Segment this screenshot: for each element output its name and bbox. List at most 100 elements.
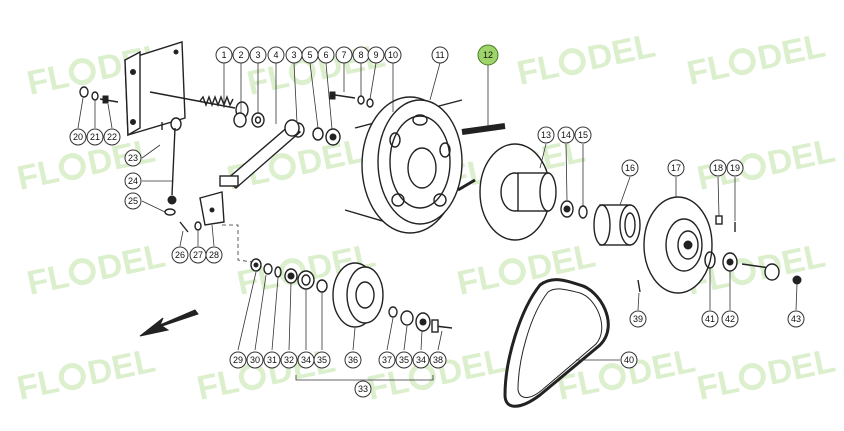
callout: 34 — [297, 351, 315, 369]
washers-20-22 — [79, 86, 119, 104]
svg-text:15: 15 — [578, 130, 588, 140]
watermark-text-right: DEL — [754, 237, 828, 288]
callout: 19 — [726, 159, 744, 177]
svg-text:29: 29 — [233, 355, 243, 365]
watermark-logo: FL DEL — [514, 27, 659, 93]
gear-icon — [68, 58, 96, 86]
watermark-text-left: FL — [194, 362, 243, 408]
watermark-text-left: FL — [24, 257, 73, 303]
callout: 2 — [232, 46, 250, 64]
svg-text:22: 22 — [107, 132, 117, 142]
callout: 37 — [378, 351, 396, 369]
svg-text:43: 43 — [791, 314, 801, 324]
callout: 26 — [171, 246, 189, 264]
callout: 4 — [267, 46, 285, 64]
callout: 20 — [69, 128, 87, 146]
svg-text:3: 3 — [291, 50, 296, 60]
bushing-16 — [593, 204, 641, 246]
watermark-text-right: DEL — [624, 342, 698, 393]
svg-text:20: 20 — [73, 132, 83, 142]
svg-text:26: 26 — [175, 250, 185, 260]
svg-text:30: 30 — [250, 355, 260, 365]
watermark-text-left: FL — [454, 257, 503, 303]
callout: 7 — [335, 46, 353, 64]
callout: 17 — [667, 159, 685, 177]
watermark-text-left: FL — [24, 57, 73, 103]
callout: 29 — [229, 351, 247, 369]
gear-icon — [58, 153, 86, 181]
watermark-text-left: FL — [554, 362, 603, 408]
svg-text:28: 28 — [209, 250, 219, 260]
svg-text:18: 18 — [713, 163, 723, 173]
watermark-text-right: DEL — [584, 27, 658, 78]
svg-text:36: 36 — [348, 355, 358, 365]
gear-icon — [68, 258, 96, 286]
svg-text:6: 6 — [323, 50, 328, 60]
watermark-logo: FL DEL — [554, 342, 699, 408]
svg-text:34: 34 — [301, 355, 311, 365]
callout: 42 — [721, 310, 739, 328]
callout: 9 — [367, 46, 385, 64]
callout: 11 — [431, 46, 449, 64]
svg-text:23: 23 — [128, 153, 138, 163]
callout: 5 — [301, 46, 319, 64]
callout: 36 — [344, 351, 362, 369]
svg-text:31: 31 — [267, 355, 277, 365]
svg-text:40: 40 — [624, 355, 634, 365]
callout: 40 — [620, 351, 638, 369]
svg-text:14: 14 — [561, 130, 571, 140]
callout: 22 — [103, 128, 121, 146]
gear-icon — [558, 48, 586, 76]
svg-text:7: 7 — [341, 50, 346, 60]
svg-text:24: 24 — [128, 176, 138, 186]
svg-text:35: 35 — [399, 355, 409, 365]
callout: 34 — [412, 351, 430, 369]
watermark-text-right: DEL — [84, 342, 158, 393]
callout: 38 — [429, 351, 447, 369]
callout: 27 — [189, 246, 207, 264]
watermark-text-left: FL — [364, 362, 413, 408]
svg-text:2: 2 — [238, 50, 243, 60]
callout: 1 — [215, 46, 233, 64]
watermark-text-left: FL — [14, 362, 63, 408]
callout: 16 — [621, 159, 639, 177]
svg-text:10: 10 — [388, 50, 398, 60]
watermark-text-right: DEL — [754, 27, 828, 78]
watermark-text-left: FL — [514, 47, 563, 93]
callout: 35 — [313, 351, 331, 369]
watermark-text-left: FL — [14, 152, 63, 198]
gear-icon — [738, 363, 766, 391]
callout: 3 — [285, 46, 303, 64]
callout: 23 — [124, 149, 142, 167]
svg-text:33: 33 — [358, 384, 368, 394]
svg-text:9: 9 — [373, 50, 378, 60]
callout: 10 — [384, 46, 402, 64]
bracket-28 — [179, 191, 225, 233]
leader-lines — [77, 62, 798, 381]
direction-arrow — [139, 309, 199, 337]
belt-12 — [457, 123, 506, 192]
svg-text:38: 38 — [433, 355, 443, 365]
idler-assembly — [250, 258, 453, 333]
svg-text:34: 34 — [416, 355, 426, 365]
svg-text:37: 37 — [382, 355, 392, 365]
svg-text:4: 4 — [273, 50, 278, 60]
watermark-text-left: FL — [244, 57, 293, 103]
callout: 28 — [205, 246, 223, 264]
svg-text:21: 21 — [90, 132, 100, 142]
watermark-text-right: DEL — [764, 132, 838, 183]
callout: 6 — [317, 46, 335, 64]
watermark-text-right: DEL — [764, 342, 838, 393]
parts-drawing: 1 2 3 4 3 5 6 7 8 9 10 11 12 13 14 15 16… — [69, 41, 805, 408]
large-pulley-11 — [361, 96, 463, 234]
svg-text:27: 27 — [193, 250, 203, 260]
svg-text:1: 1 — [221, 50, 226, 60]
callout: 43 — [787, 310, 805, 328]
callout: 35 — [395, 351, 413, 369]
gear-icon — [728, 258, 756, 286]
svg-text:11: 11 — [435, 50, 444, 60]
callout: 39 — [629, 310, 647, 328]
svg-text:35: 35 — [317, 355, 327, 365]
